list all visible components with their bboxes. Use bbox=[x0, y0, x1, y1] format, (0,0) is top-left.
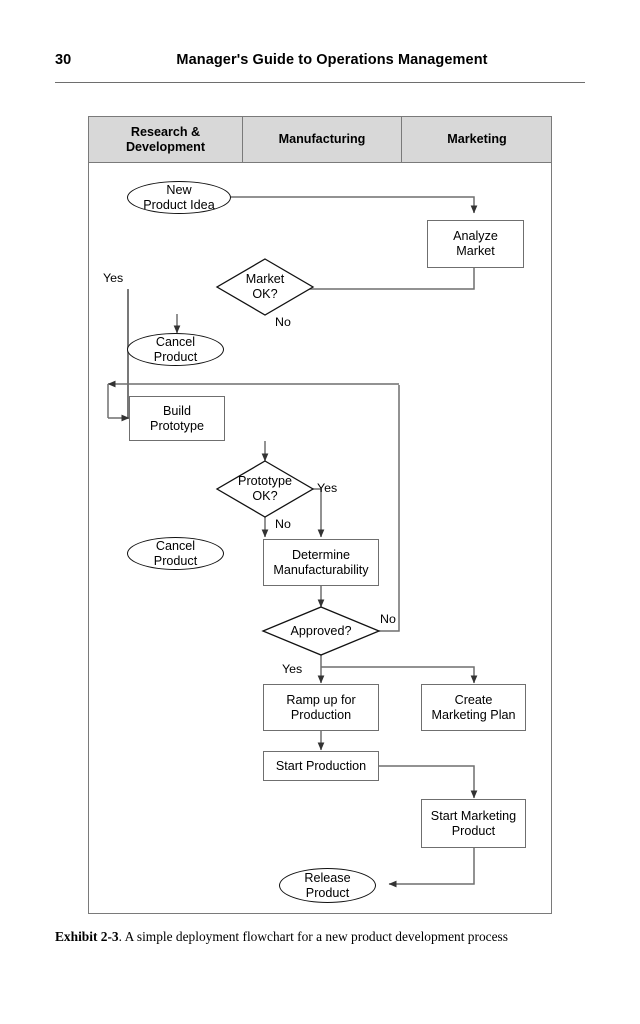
swimlane-label: Marketing bbox=[447, 132, 507, 147]
caption-exhibit-label: Exhibit 2-3 bbox=[55, 929, 119, 944]
swimlane-header-research-development: Research &Development bbox=[89, 117, 242, 162]
edge-label-approved-no: No bbox=[380, 612, 396, 626]
deployment-flowchart-figure: Research &Development Manufacturing Mark… bbox=[88, 116, 552, 914]
market-ok-diamond bbox=[215, 258, 315, 316]
edge-label-market-ok-no: No bbox=[275, 315, 291, 329]
running-head: 30 Manager's Guide to Operations Managem… bbox=[0, 52, 640, 80]
flowchart-connectors bbox=[107, 196, 478, 888]
swimlane-label: Research &Development bbox=[125, 124, 206, 154]
swimlane-header-band: Research &Development Manufacturing Mark… bbox=[89, 117, 551, 163]
edge-label-approved-yes: Yes bbox=[282, 662, 303, 676]
caption-text: . A simple deployment flowchart for a ne… bbox=[118, 929, 508, 944]
swimlane-header-manufacturing: Manufacturing bbox=[242, 117, 401, 162]
node-label: Approved? bbox=[290, 623, 352, 638]
node-label: Start Production bbox=[275, 758, 367, 773]
approved-diamond bbox=[261, 606, 381, 656]
edge-label-prototype-ok-no: No bbox=[275, 517, 291, 531]
figure-caption: Exhibit 2-3. A simple deployment flowcha… bbox=[55, 928, 575, 946]
header-divider bbox=[55, 82, 585, 83]
swimlane-label: Manufacturing bbox=[278, 132, 366, 147]
swimlane-header-marketing: Marketing bbox=[401, 117, 552, 162]
node-start-production[interactable]: Start Production bbox=[263, 751, 379, 781]
flowchart-decision-shapes bbox=[215, 258, 381, 656]
prototype-ok-diamond bbox=[215, 460, 315, 518]
edge-label-prototype-ok-yes: Yes bbox=[317, 481, 338, 495]
page-number: 30 bbox=[55, 52, 72, 68]
node-approved[interactable]: Approved? bbox=[263, 607, 379, 655]
edge-label-market-ok-yes: Yes bbox=[103, 271, 124, 285]
book-title: Manager's Guide to Operations Management bbox=[176, 52, 488, 68]
